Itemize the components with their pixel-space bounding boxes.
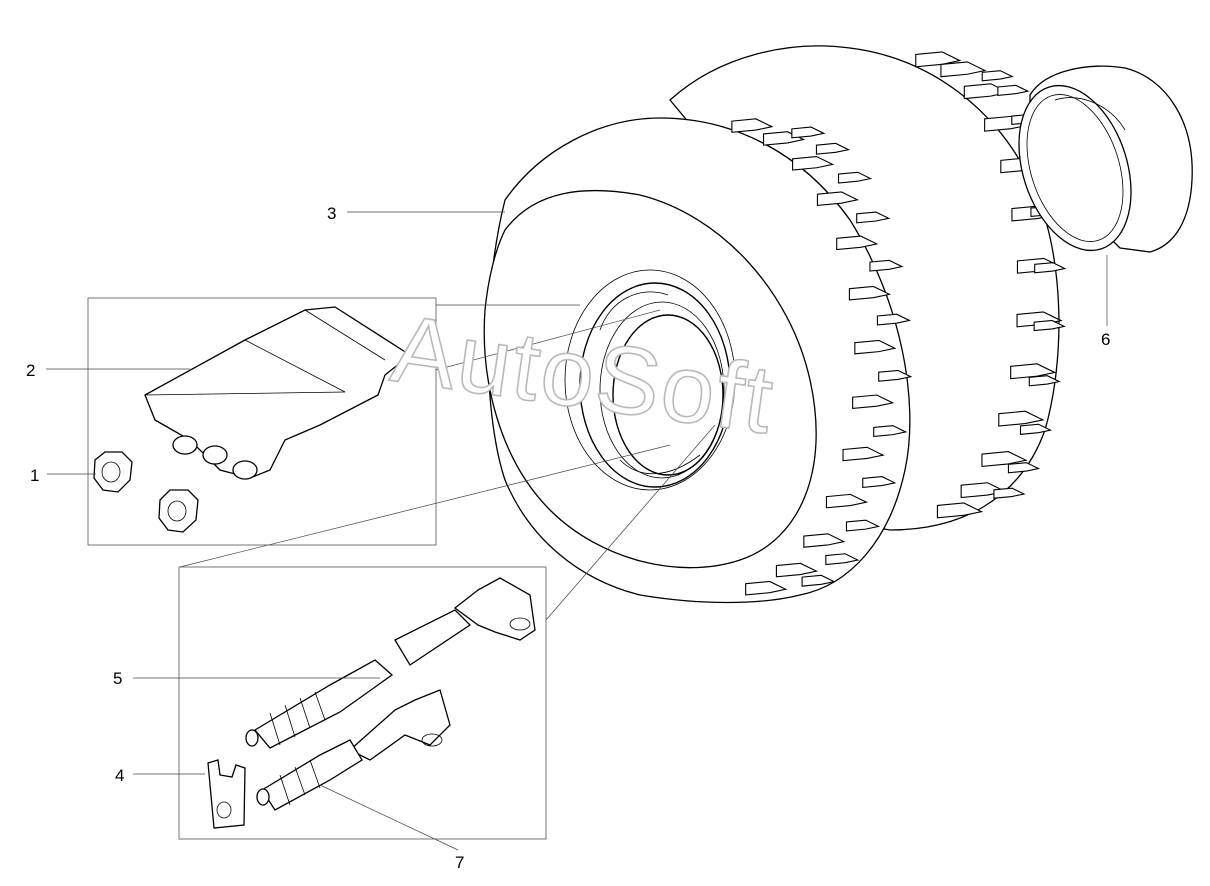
front-tread-block xyxy=(842,446,885,462)
front-tread-block xyxy=(803,533,846,548)
front-tread-block xyxy=(837,171,873,184)
front-tread-block xyxy=(745,580,788,596)
callout-2: 2 xyxy=(26,361,35,380)
front-tread-block xyxy=(825,553,860,566)
callout-7: 7 xyxy=(455,853,464,872)
front-tread-block xyxy=(856,211,891,224)
rear-tread-block xyxy=(1019,423,1053,435)
front-tread-block xyxy=(854,339,897,355)
rear-tread-block xyxy=(998,410,1045,427)
front-tread-block xyxy=(731,118,774,133)
front-tread-block xyxy=(792,155,835,171)
rear-tread-block xyxy=(915,51,962,68)
rear-tread-block xyxy=(1010,363,1057,380)
part-7-valve-extension xyxy=(256,689,451,811)
rear-tread-block xyxy=(1034,262,1067,274)
front-tread-block xyxy=(848,285,892,301)
rear-tread-block xyxy=(1033,319,1066,332)
part-4-plate xyxy=(207,759,246,829)
front-tread-block xyxy=(878,369,913,382)
front-tread-block xyxy=(815,142,851,155)
front-tread-block xyxy=(825,493,869,509)
detail-box-upper xyxy=(87,297,437,546)
callout-3: 3 xyxy=(327,204,336,223)
part-6-spacer-ring xyxy=(1018,65,1193,253)
callout-1: 1 xyxy=(30,466,39,485)
leader-lines xyxy=(46,211,1108,851)
detail-box-lower xyxy=(178,566,547,840)
rear-tread-block xyxy=(940,61,987,78)
front-tread-block xyxy=(876,313,912,326)
rear-tread-block xyxy=(981,451,1028,468)
part-2-bracket xyxy=(144,306,412,480)
front-tread-block xyxy=(816,191,860,207)
rear-tread-block xyxy=(936,502,984,519)
front-tread-block xyxy=(873,425,908,438)
callout-6: 6 xyxy=(1101,330,1110,349)
callout-4: 4 xyxy=(115,766,124,785)
front-tread-block xyxy=(801,574,836,587)
rear-tread-block xyxy=(993,487,1026,499)
front-tire xyxy=(483,117,913,604)
callout-5: 5 xyxy=(113,669,122,688)
front-tread-block xyxy=(862,476,897,488)
front-tread-block xyxy=(791,126,826,139)
front-tread-block xyxy=(852,394,895,410)
callouts: 1 2 3 4 5 6 7 xyxy=(26,204,1110,872)
rear-tread-block xyxy=(1007,462,1041,474)
rear-tread-block xyxy=(1028,375,1061,387)
rear-tread-block xyxy=(997,84,1030,97)
front-tread-block xyxy=(869,259,904,272)
rear-tread-block xyxy=(981,70,1014,82)
front-tread-block xyxy=(845,519,881,532)
part-5-valve-extension xyxy=(245,577,536,749)
front-tread-block xyxy=(775,562,819,578)
front-tread-block xyxy=(836,235,879,251)
part-1-nuts xyxy=(93,451,199,533)
